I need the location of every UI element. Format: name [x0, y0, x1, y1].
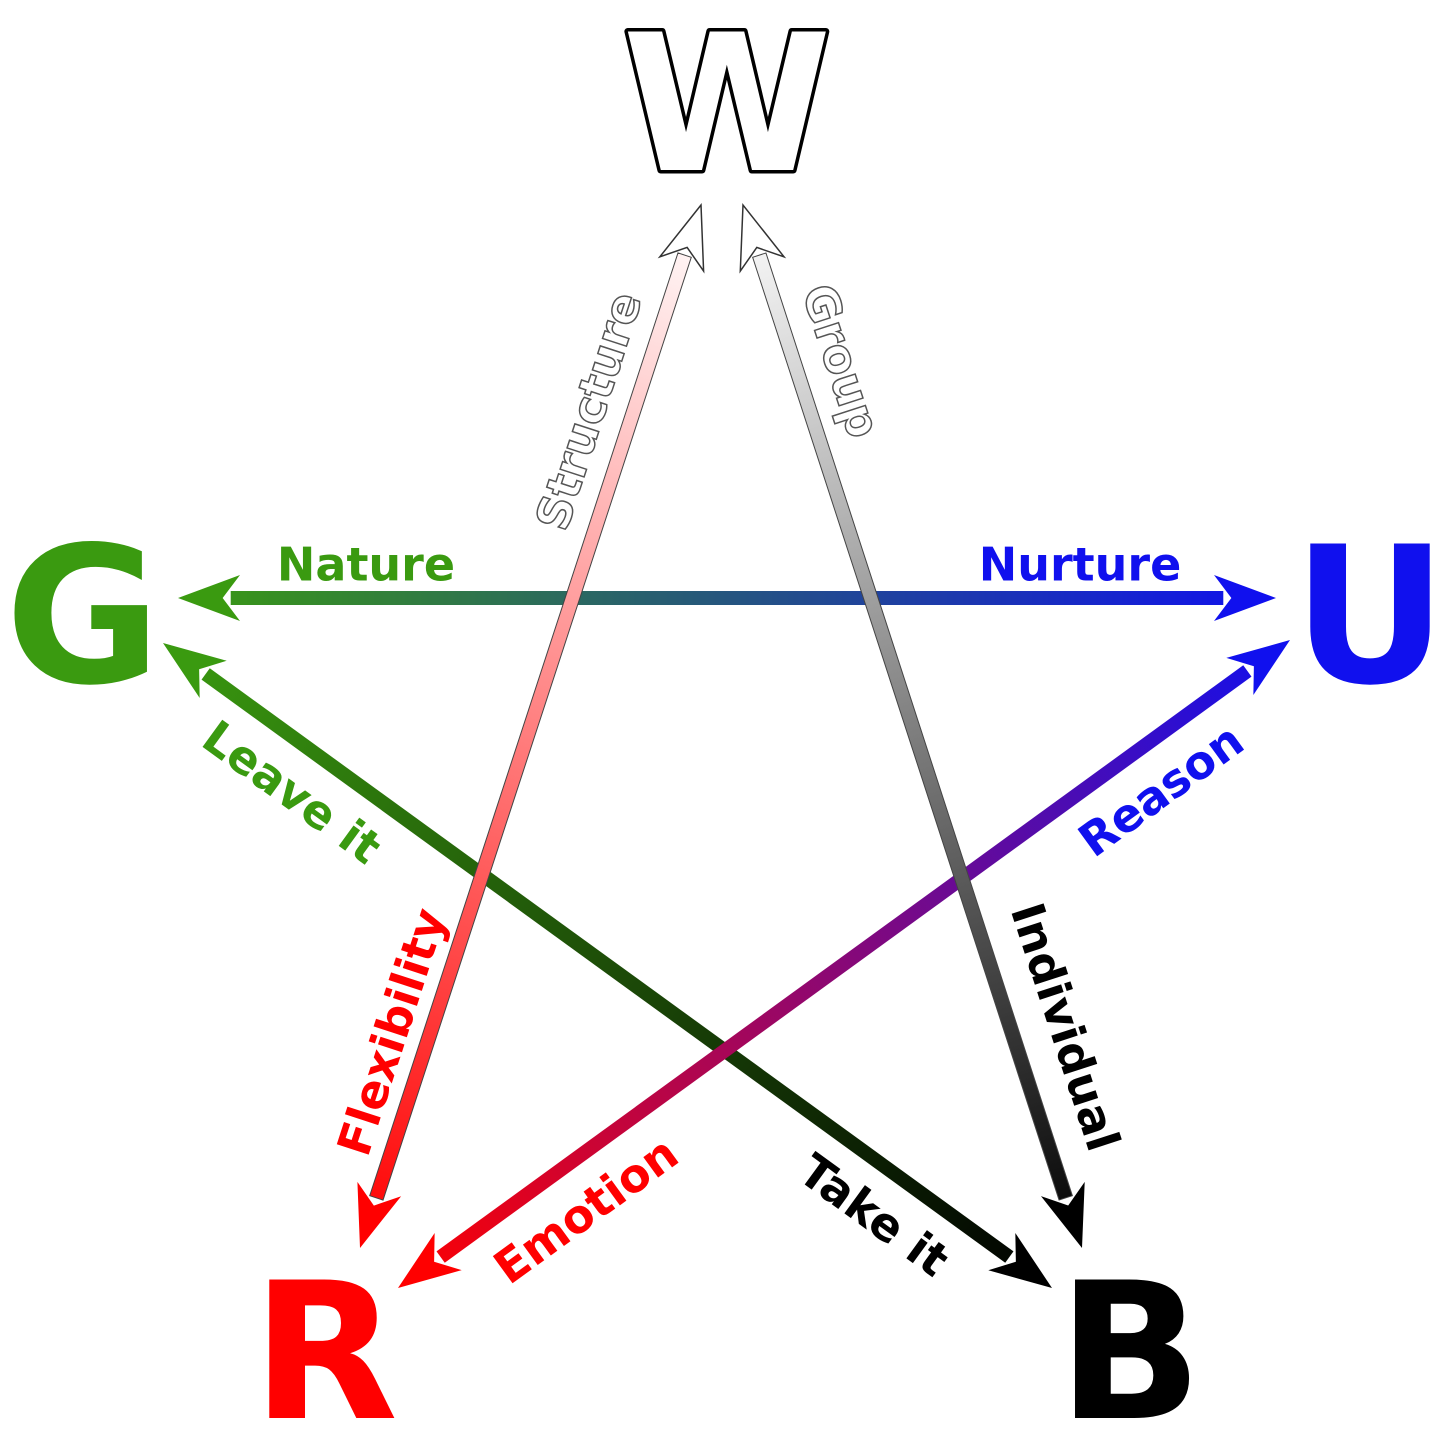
- edge-label-individual: Individual: [1000, 896, 1131, 1157]
- node-b: B: [1058, 1242, 1203, 1452]
- arrowhead-R: [357, 1181, 402, 1248]
- edges-layer: [163, 202, 1290, 1288]
- arrowhead-G: [178, 575, 240, 621]
- edge-shaft: [201, 668, 1014, 1263]
- arrowhead-R: [398, 1232, 462, 1288]
- edge-label-nature: Nature: [277, 538, 455, 592]
- arrowhead-U: [1214, 575, 1276, 621]
- edge-shaft: [230, 591, 1224, 605]
- arrowhead-G: [163, 643, 227, 699]
- nodes-layer: W U B R G: [5, 0, 1447, 1452]
- arrowhead-U: [1226, 640, 1290, 696]
- edge-u-r: [398, 640, 1290, 1288]
- edge-w-r: [357, 202, 705, 1248]
- node-u: U: [1293, 506, 1447, 727]
- edge-w-b: [739, 202, 1085, 1248]
- arrowhead-W: [739, 202, 787, 274]
- arrowhead-W: [657, 202, 705, 274]
- node-w: W: [622, 0, 832, 215]
- edge-shaft: [752, 252, 1073, 1201]
- edge-shaft: [436, 665, 1252, 1263]
- edge-shaft: [369, 252, 692, 1201]
- node-g: G: [5, 506, 161, 727]
- arrowhead-B: [988, 1232, 1052, 1288]
- node-r: R: [252, 1242, 398, 1452]
- edge-g-u: [178, 575, 1276, 621]
- edge-label-nurture: Nurture: [979, 538, 1182, 592]
- arrowhead-B: [1040, 1181, 1085, 1248]
- edge-g-b: [163, 643, 1052, 1288]
